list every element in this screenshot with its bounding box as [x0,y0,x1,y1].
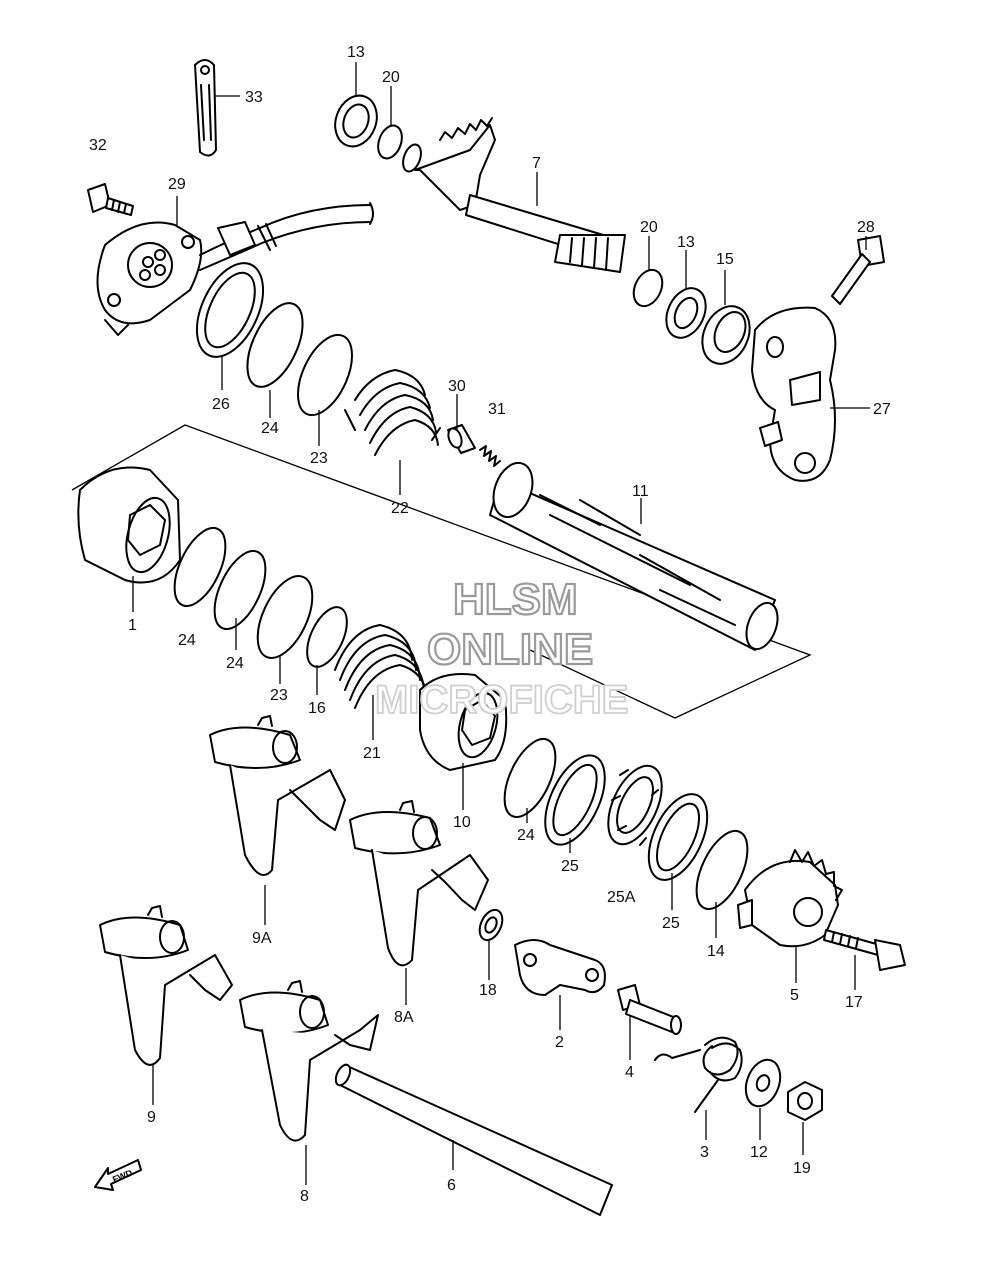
part-15-seal [701,305,751,365]
callout-8: 8 [300,1188,309,1205]
callout-7: 7 [532,155,541,172]
callout-17: 17 [845,994,863,1011]
part-5-cam [737,849,843,948]
callout-21: 21 [363,745,381,762]
part-14-ring [695,830,749,910]
part-6-shaft [334,1063,613,1216]
part-24-circlip-right [503,738,557,818]
callout-4: 4 [625,1064,634,1081]
callout-26: 26 [212,396,230,413]
callout-8A: 8A [394,1009,414,1026]
part-12-washer [744,1058,782,1108]
part-7-shift-shaft [402,117,626,273]
part-8-fork [239,980,379,1142]
part-2-arm [514,939,606,996]
callout-20-top: 20 [382,69,400,86]
watermark-line-1: HLSM [453,575,578,624]
callout-24-lower-a: 24 [178,632,196,649]
callout-18: 18 [479,982,497,999]
callout-23-upper: 23 [310,450,328,467]
callout-9: 9 [147,1109,156,1126]
callout-30: 30 [448,378,466,395]
part-29-cover [96,202,374,336]
part-13-washer-top [334,94,378,148]
part-8A-fork [349,800,489,967]
watermark-line-3: MICROFICHE [375,678,628,722]
callout-22: 22 [391,500,409,517]
callout-33: 33 [245,89,263,106]
callout-25A: 25A [607,889,636,906]
callout-25-b: 25 [662,915,680,932]
callout-13-top: 13 [347,44,365,61]
part-11-shift-drum [489,461,779,651]
callout-27: 27 [873,401,891,418]
watermark-line-2: ONLINE [427,625,593,674]
callout-23-lower: 23 [270,687,288,704]
callout-6: 6 [447,1177,456,1194]
assembly-outline [71,424,812,719]
part-13-washer-right [665,287,707,339]
callout-10: 10 [453,814,471,831]
part-18-washer [478,908,504,942]
fwd-arrow-icon: FWD [94,1159,142,1191]
callout-28: 28 [857,219,875,236]
leader-lines [132,62,870,1185]
callout-24-upper: 24 [261,420,279,437]
part-9A-fork [209,715,346,876]
part-25-washer-a [544,754,606,846]
callout-24-right: 24 [517,827,535,844]
callout-13-right: 13 [677,234,695,251]
callout-11: 11 [632,483,649,500]
part-24-circlip-lower-b [213,550,267,630]
part-30-pin [447,424,476,454]
part-32-bolt [87,183,134,216]
part-21-spring [334,624,428,709]
part-4-bolt [617,984,682,1035]
part-33-clip [194,59,217,157]
part-3-spring [654,1036,743,1113]
part-10-gear [419,673,508,771]
callout-12: 12 [750,1144,768,1161]
callouts: 13 20 33 32 29 7 20 13 15 28 26 24 23 30… [89,44,891,1205]
part-31-spring [479,445,501,467]
part-23-ring-lower [256,575,314,659]
part-23-ring-upper [297,333,353,417]
callout-20-right: 20 [640,219,658,236]
part-16-circlip [306,606,348,668]
callout-32: 32 [89,137,107,154]
part-17-bolt [823,929,906,971]
callout-29: 29 [168,176,186,193]
part-25-washer-b [647,793,709,881]
part-20-circlip-right [632,268,664,308]
part-22-spring [344,369,441,456]
callout-15: 15 [716,251,734,268]
callout-24-lower-b: 24 [226,655,244,672]
callout-2: 2 [555,1034,564,1051]
callout-14: 14 [707,943,725,960]
part-25A-lock [607,764,663,846]
part-26-washer [195,262,265,358]
callout-3: 3 [700,1144,709,1161]
part-28-bolt [831,235,885,305]
part-20-circlip-top [377,124,403,160]
callout-1: 1 [128,617,137,634]
part-19-nut [787,1081,823,1121]
callout-16: 16 [308,700,326,717]
callout-9A: 9A [252,930,272,947]
part-27-arm [751,306,837,482]
part-9-fork [99,905,233,1066]
part-24-circlip-lower-a [173,527,227,607]
callout-31: 31 [488,401,506,418]
callout-19: 19 [793,1160,811,1177]
callout-5: 5 [790,987,799,1004]
part-1-gear [77,466,181,584]
part-24-circlip-upper [246,302,304,388]
callout-25-a: 25 [561,858,579,875]
